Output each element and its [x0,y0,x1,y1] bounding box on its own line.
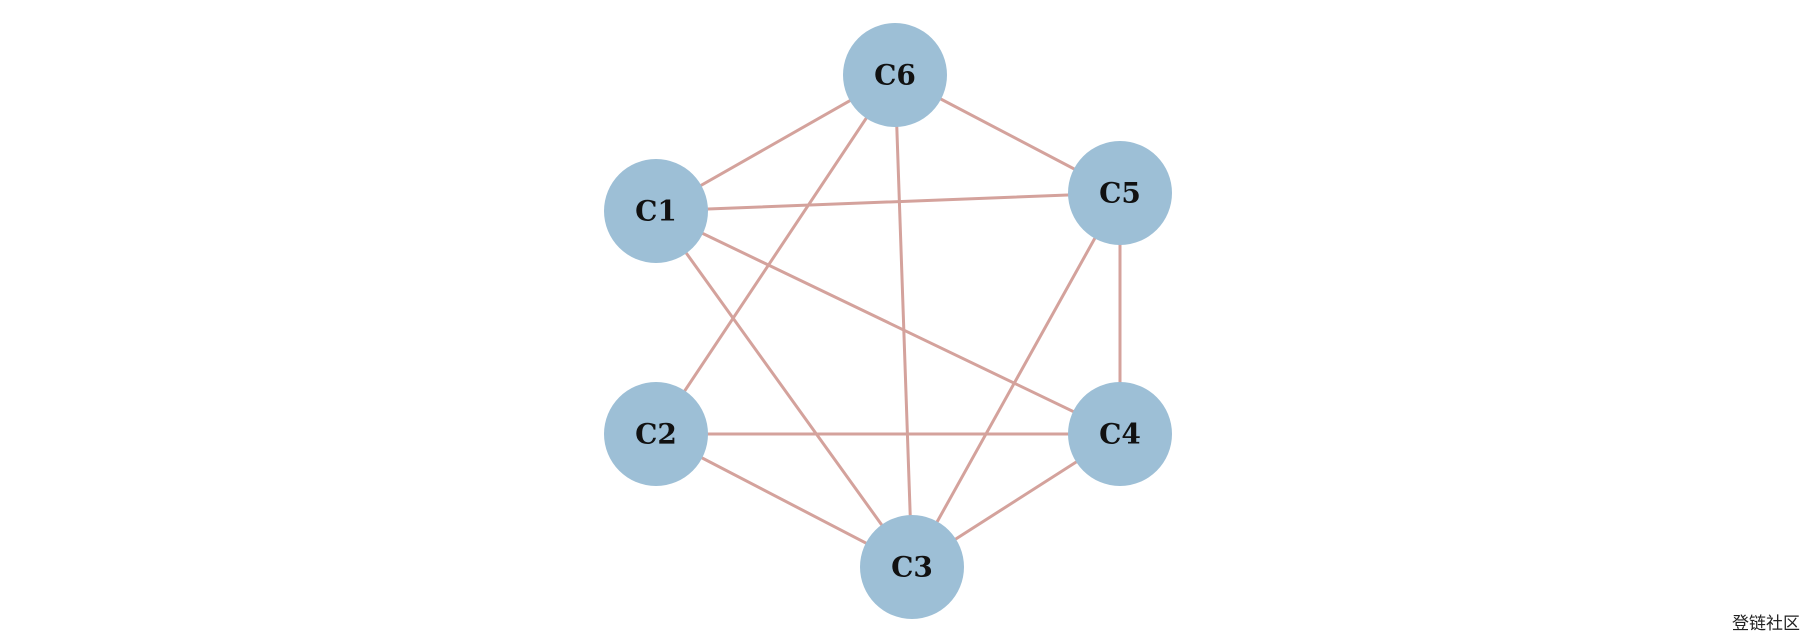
node-c5: C5 [1068,141,1172,245]
node-label: C5 [1099,177,1141,210]
node-circle [860,515,964,619]
node-circle [604,382,708,486]
edge-c6-c3 [893,73,914,569]
node-c6: C6 [843,23,947,127]
node-label: C3 [891,551,933,584]
edge-c1-c4 [654,209,1122,436]
edges-layer [654,73,1122,569]
node-circle [843,23,947,127]
node-c3: C3 [860,515,964,619]
edge-c1-c5 [654,191,1122,213]
node-circle [604,159,708,263]
node-label: C6 [874,59,916,92]
watermark-text: 登链社区 [1732,614,1800,634]
edge-c6-c2 [654,73,897,436]
node-label: C2 [635,418,677,451]
node-c2: C2 [604,382,708,486]
node-circle [1068,141,1172,245]
edge-c5-c3 [910,191,1122,569]
node-label: C4 [1099,418,1141,451]
edge-c1-c3 [654,209,914,569]
node-label: C1 [635,195,677,228]
node-c1: C1 [604,159,708,263]
node-circle [1068,382,1172,486]
node-c4: C4 [1068,382,1172,486]
